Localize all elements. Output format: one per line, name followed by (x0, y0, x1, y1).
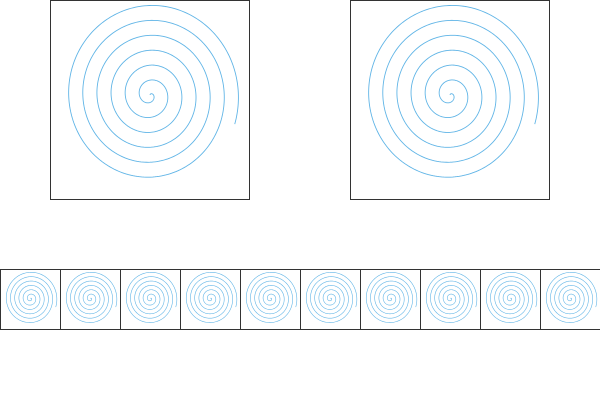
spiral-thumbnail-5 (240, 269, 301, 330)
spiral-icon (65, 271, 118, 323)
spiral-panel-large-1 (50, 0, 250, 200)
spiral-line (5, 271, 58, 323)
spiral-thumbnail-1 (0, 269, 61, 330)
spiral-icon (125, 271, 178, 323)
spiral-thumbnail-3 (120, 269, 181, 330)
spiral-thumbnail-2 (60, 269, 121, 330)
spiral-panel-large-2 (350, 0, 550, 200)
spiral-thumbnail-4 (180, 269, 241, 330)
spiral-icon (368, 4, 539, 178)
spiral-icon (545, 271, 598, 323)
spiral-icon (305, 271, 358, 323)
spiral-thumbnail-6 (300, 269, 361, 330)
spiral-line (485, 271, 538, 323)
spiral-thumbnail-strip (0, 269, 600, 330)
spiral-line (245, 271, 298, 323)
spiral-thumbnail-8 (420, 269, 481, 330)
spiral-line (545, 271, 598, 323)
spiral-icon (485, 271, 538, 323)
spiral-icon (245, 271, 298, 323)
spiral-line (305, 271, 358, 323)
spiral-thumbnail-10 (540, 269, 600, 330)
spiral-line (125, 271, 178, 323)
spiral-icon (68, 4, 239, 178)
spiral-line (68, 4, 239, 178)
spiral-line (425, 271, 478, 323)
spiral-icon (425, 271, 478, 323)
spiral-thumbnail-7 (360, 269, 421, 330)
spiral-line (185, 271, 238, 323)
spiral-icon (365, 271, 418, 323)
spiral-thumbnail-9 (480, 269, 541, 330)
spiral-line (365, 271, 418, 323)
spiral-line (65, 271, 118, 323)
spiral-icon (185, 271, 238, 323)
spiral-line (368, 4, 539, 178)
spiral-icon (5, 271, 58, 323)
